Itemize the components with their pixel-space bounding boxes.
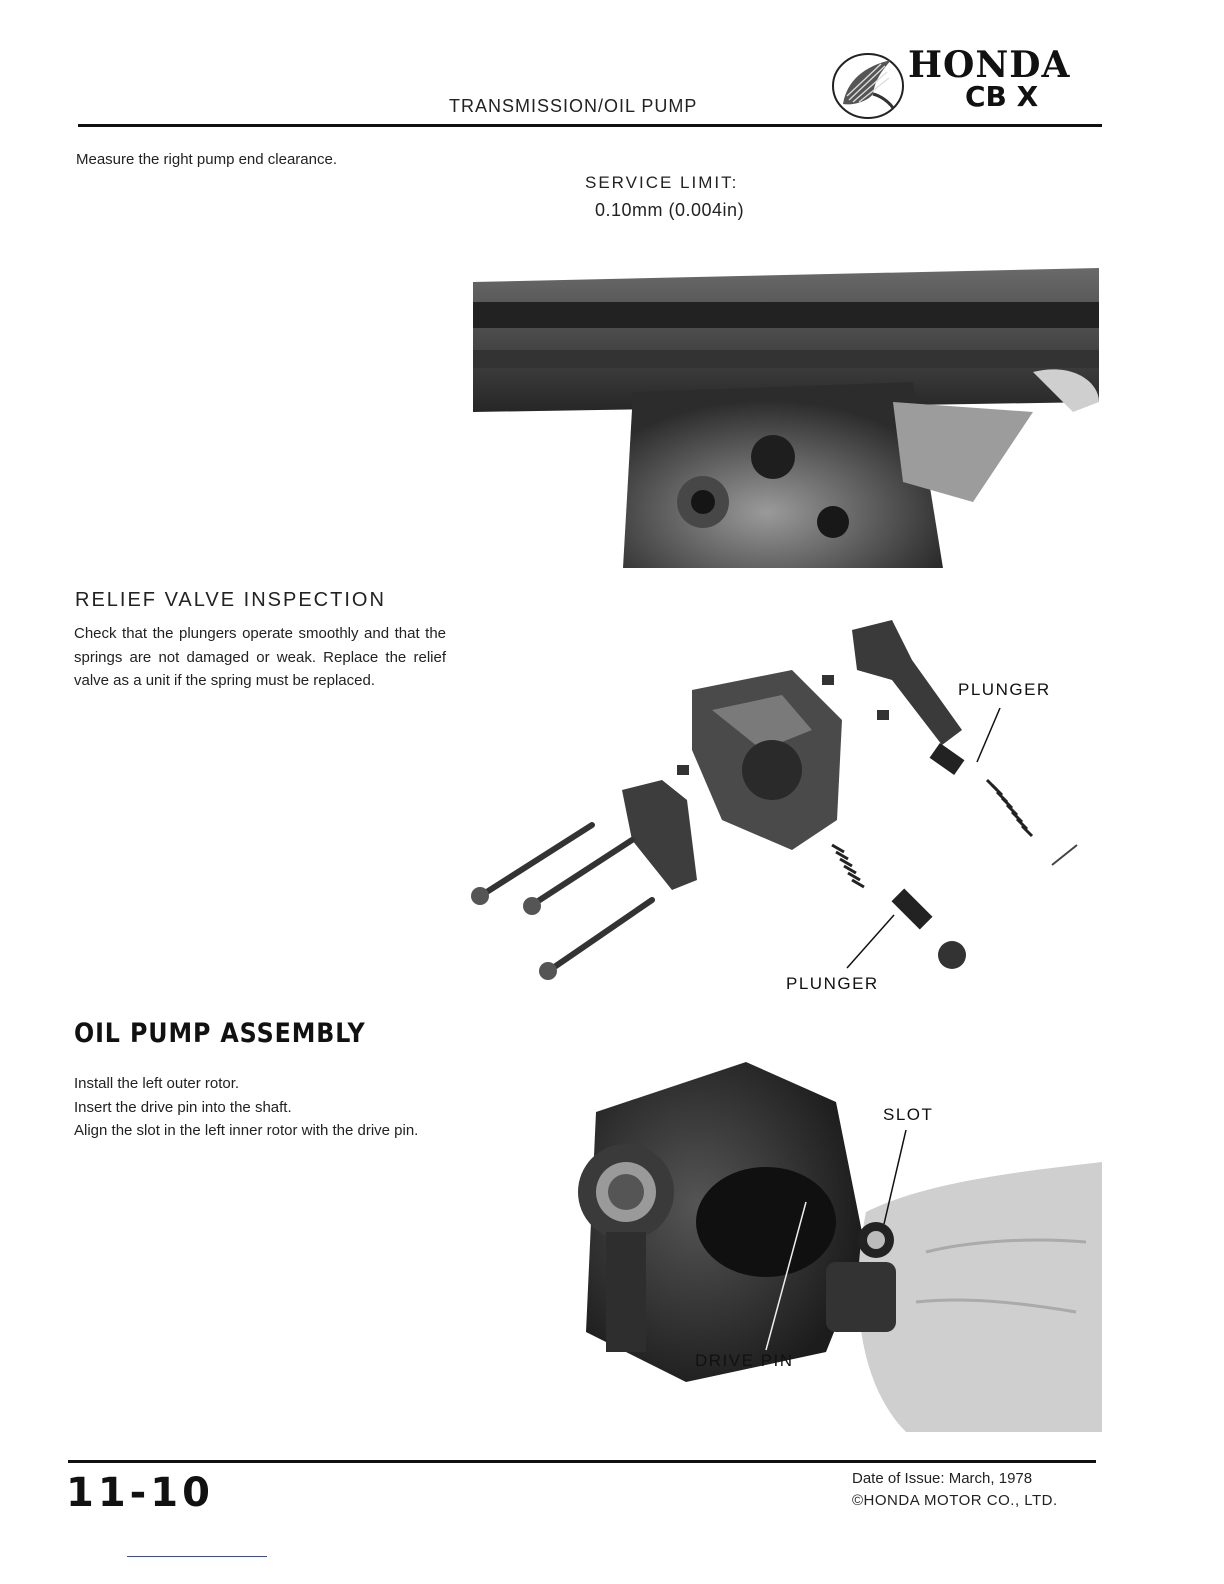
drive-pin-callout: DRIVE PIN [695,1351,794,1370]
assembly-step-2: Insert the drive pin into the shaft. [74,1098,292,1116]
assembly-instructions: Install the left outer rotor. Insert the… [74,1072,446,1143]
plunger-callout-bottom: PLUNGER [786,974,879,993]
brand-name: HONDA [908,44,1071,86]
relief-valve-text: Check that the plungers operate smoothly… [74,625,446,689]
service-limit-label: SERVICE LIMIT: [585,173,739,192]
honda-wing-logo [832,53,904,119]
pump-clearance-photo [473,262,1099,568]
slot-callout: SLOT [883,1105,934,1124]
page-number: 11-10 [66,1470,214,1516]
footer-rule [68,1460,1096,1463]
plunger-callout-top: PLUNGER [958,680,1051,699]
relief-valve-heading: RELIEF VALVE INSPECTION [75,589,386,611]
rotor-assembly-photo [566,1052,1102,1432]
relief-valve-exploded-photo [462,600,1102,1010]
service-limit-value: 0.10mm (0.004in) [595,200,745,220]
intro-text: Measure the right pump end clearance. [76,151,337,168]
section-title: TRANSMISSION/OIL PUMP [449,96,698,116]
copyright: ©HONDA MOTOR CO., LTD. [852,1492,1058,1509]
assembly-step-3: Align the slot in the left inner rotor w… [74,1122,419,1139]
issue-date: Date of Issue: March, 1978 [852,1470,1033,1487]
footnote-rule [127,1556,267,1557]
model-name: CB X [965,80,1039,113]
oil-pump-assembly-heading: OIL PUMP ASSEMBLY [74,1018,366,1049]
header-rule [78,124,1102,127]
assembly-step-1: Install the left outer rotor. [74,1075,240,1092]
